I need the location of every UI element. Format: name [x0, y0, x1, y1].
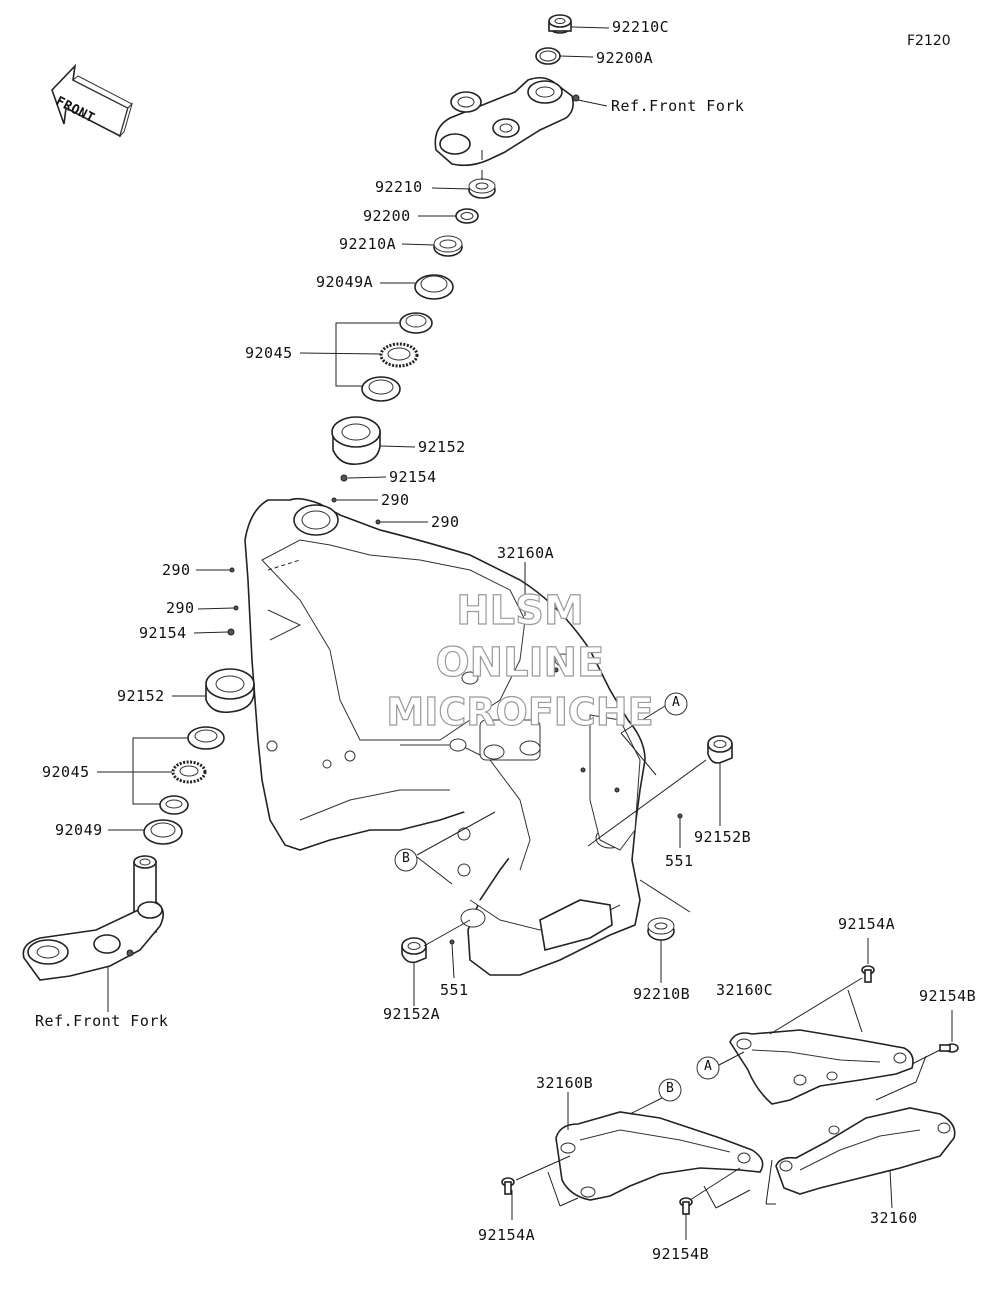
label-92200A[interactable]: 92200A [596, 49, 654, 67]
side-plate-32160B [555, 1111, 764, 1201]
label-32160C[interactable]: 32160C [716, 981, 774, 999]
label-290-c[interactable]: 290 [162, 561, 191, 579]
bolt-92154B-right [939, 1043, 959, 1053]
label-92152B[interactable]: 92152B [694, 828, 752, 846]
bearing-set-92045-top [361, 312, 433, 402]
race-92152-top [331, 416, 381, 466]
collar-92152B [707, 735, 733, 764]
label-92210A[interactable]: 92210A [339, 235, 397, 253]
seal-92049A [414, 274, 454, 300]
label-92045-top[interactable]: 92045 [245, 344, 293, 362]
callout-a-lower-label: A [704, 1059, 713, 1074]
callout-b-upper-label: B [402, 851, 411, 866]
callout-a-upper [664, 692, 688, 716]
label-92154-left[interactable]: 92154 [139, 624, 187, 642]
nut-92210A [433, 235, 463, 257]
label-551-left[interactable]: 551 [440, 981, 469, 999]
grease-nipple-92154-top [340, 474, 348, 482]
callout-b-lower [658, 1078, 682, 1102]
callout-a-lower [696, 1056, 720, 1080]
nut-92210B [647, 917, 675, 941]
label-92045-left[interactable]: 92045 [42, 763, 90, 781]
side-plate-32160C [729, 1029, 914, 1105]
label-32160A[interactable]: 32160A [497, 544, 555, 562]
label-ref-front-fork-top[interactable]: Ref.Front Fork [611, 97, 745, 115]
label-92210[interactable]: 92210 [375, 178, 423, 196]
lower-triple-clamp [22, 855, 164, 981]
label-92152A[interactable]: 92152A [383, 1005, 441, 1023]
label-290-b[interactable]: 290 [431, 513, 460, 531]
label-92049A[interactable]: 92049A [316, 273, 374, 291]
label-92049[interactable]: 92049 [55, 821, 103, 839]
label-92210B[interactable]: 92210B [633, 985, 691, 1003]
race-92152-left [205, 668, 255, 714]
bolt-92154B-bottom [679, 1197, 693, 1215]
label-92152-top[interactable]: 92152 [418, 438, 466, 456]
label-92154B-bottom[interactable]: 92154B [652, 1245, 710, 1263]
watermark-line-3: MICROFICHE [386, 689, 654, 734]
label-92152-left[interactable]: 92152 [117, 687, 165, 705]
label-92210C[interactable]: 92210C [612, 18, 670, 36]
label-551-right[interactable]: 551 [665, 852, 694, 870]
side-plate-32160 [775, 1107, 956, 1195]
label-ref-front-fork-bottom[interactable]: Ref.Front Fork [35, 1012, 169, 1030]
label-32160[interactable]: 32160 [870, 1209, 918, 1227]
callout-b-upper [394, 848, 418, 872]
label-92154A-top[interactable]: 92154A [838, 915, 896, 933]
main-frame [244, 497, 646, 976]
label-32160B[interactable]: 32160B [536, 1074, 594, 1092]
seal-92049 [143, 819, 183, 845]
label-92154A-bottom[interactable]: 92154A [478, 1226, 536, 1244]
watermark-line-1: HLSM [456, 587, 585, 634]
diagram-code: F2120 [907, 33, 951, 49]
nut-92210 [468, 178, 496, 199]
label-92154-top[interactable]: 92154 [389, 468, 437, 486]
front-arrow-icon [51, 63, 134, 138]
collar-92152A [401, 937, 427, 964]
label-92154B-right[interactable]: 92154B [919, 987, 977, 1005]
bolt-92154A-bottom [501, 1177, 515, 1195]
upper-triple-clamp [434, 76, 580, 167]
bearing-set-92045-left [159, 726, 225, 815]
nut-92210C [548, 14, 572, 34]
label-92200[interactable]: 92200 [363, 207, 411, 225]
label-290-a[interactable]: 290 [381, 491, 410, 509]
label-290-d[interactable]: 290 [166, 599, 195, 617]
bolt-92154A-top [861, 965, 875, 983]
callout-a-upper-label: A [672, 695, 681, 710]
watermark-line-2: ONLINE [435, 639, 605, 686]
callout-b-lower-label: B [666, 1081, 675, 1096]
